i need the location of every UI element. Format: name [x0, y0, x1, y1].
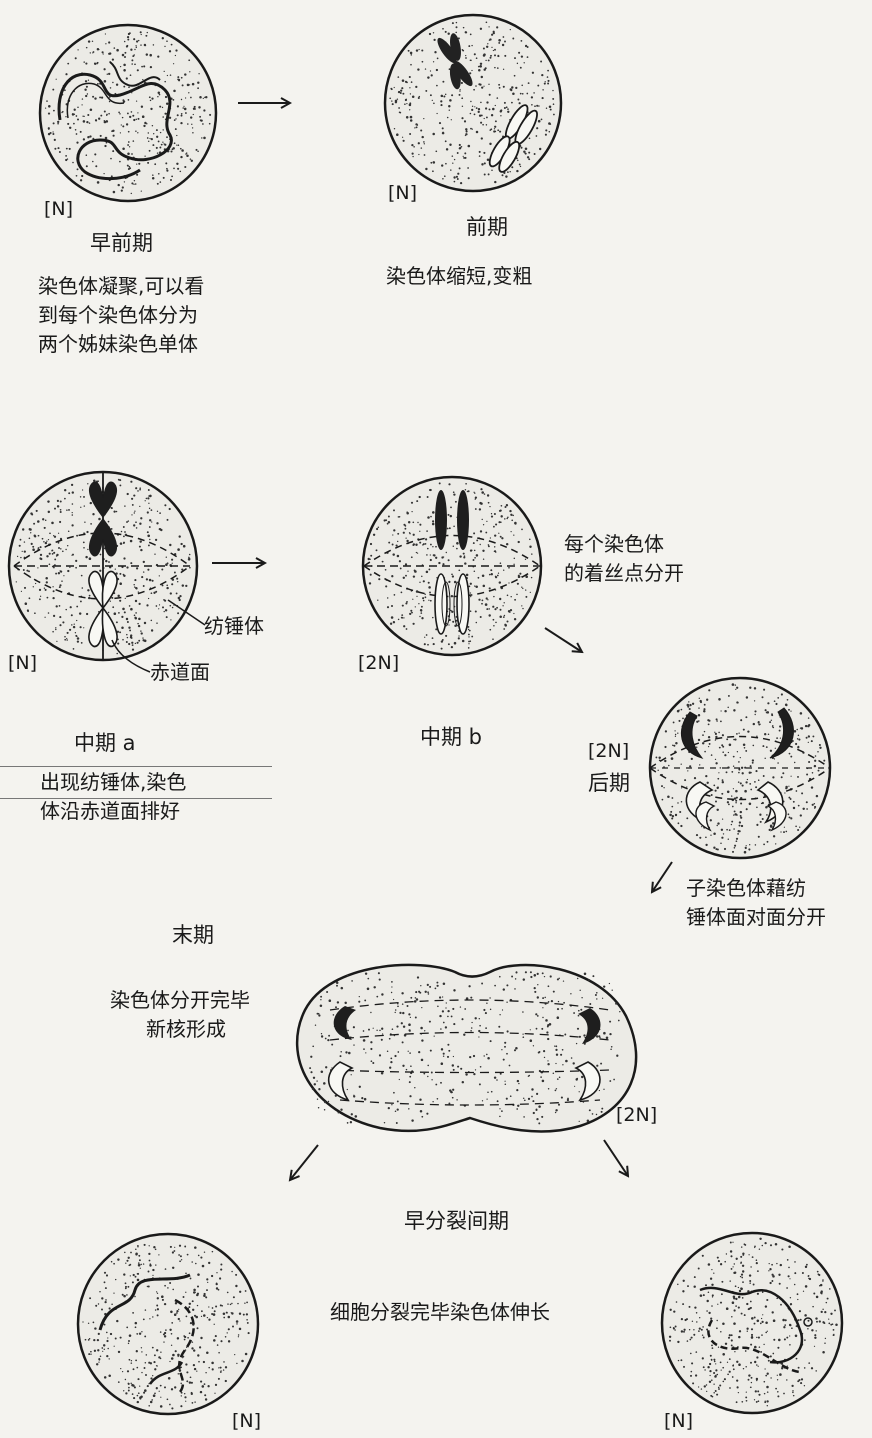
ploidy-prophase: [N] — [388, 182, 417, 204]
ploidy-daughter-left: [N] — [232, 1410, 261, 1432]
ploidy-early-prophase: [N] — [44, 198, 73, 220]
ploidy-anaphase: [2N] — [588, 740, 629, 762]
title-prophase: 前期 — [466, 212, 508, 242]
label-spindle: 纺锤体 — [204, 612, 264, 641]
title-telophase: 末期 — [172, 920, 214, 950]
cell-metaphase-b — [363, 477, 541, 655]
title-early-prophase: 早前期 — [90, 228, 153, 258]
desc-prophase: 染色体缩短,变粗 — [386, 262, 532, 291]
arrow-telophase-to-right — [604, 1140, 628, 1176]
cell-early-prophase — [40, 25, 216, 201]
cell-metaphase-a — [9, 472, 205, 672]
cell-daughter-right — [662, 1233, 842, 1413]
desc-telophase: 染色体分开完毕 新核形成 — [110, 986, 250, 1044]
ploidy-daughter-right: [N] — [664, 1410, 693, 1432]
desc-anaphase: 子染色体藉纺 锤体面对面分开 — [686, 874, 826, 932]
divider-rule-top — [0, 766, 272, 767]
label-equator: 赤道面 — [150, 658, 210, 687]
cell-daughter-left — [78, 1234, 258, 1414]
desc-metaphase-a: 出现纺锤体,染色 体沿赤道面排好 — [40, 768, 186, 826]
title-anaphase: 后期 — [588, 768, 630, 798]
cell-telophase — [297, 965, 636, 1132]
arrow-telophase-to-left — [290, 1145, 318, 1180]
cell-prophase — [385, 15, 561, 191]
desc-metaphase-b: 每个染色体 的着丝点分开 — [564, 530, 684, 588]
title-metaphase-b: 中期 b — [420, 722, 482, 752]
ploidy-telophase: [2N] — [616, 1104, 657, 1126]
ploidy-metaphase-a: [N] — [8, 652, 37, 674]
title-early-interphase: 早分裂间期 — [404, 1206, 509, 1236]
title-metaphase-a: 中期 a — [74, 728, 136, 758]
arrow-anaphase-to-telophase — [652, 862, 672, 892]
cell-anaphase — [650, 678, 830, 858]
desc-early-interphase: 细胞分裂完毕染色体伸长 — [330, 1298, 550, 1327]
arrow-meta-b-to-anaphase — [545, 628, 582, 652]
ploidy-metaphase-b: [2N] — [358, 652, 399, 674]
desc-early-prophase: 染色体凝聚,可以看 到每个染色体分为 两个姊妹染色单体 — [38, 272, 204, 359]
